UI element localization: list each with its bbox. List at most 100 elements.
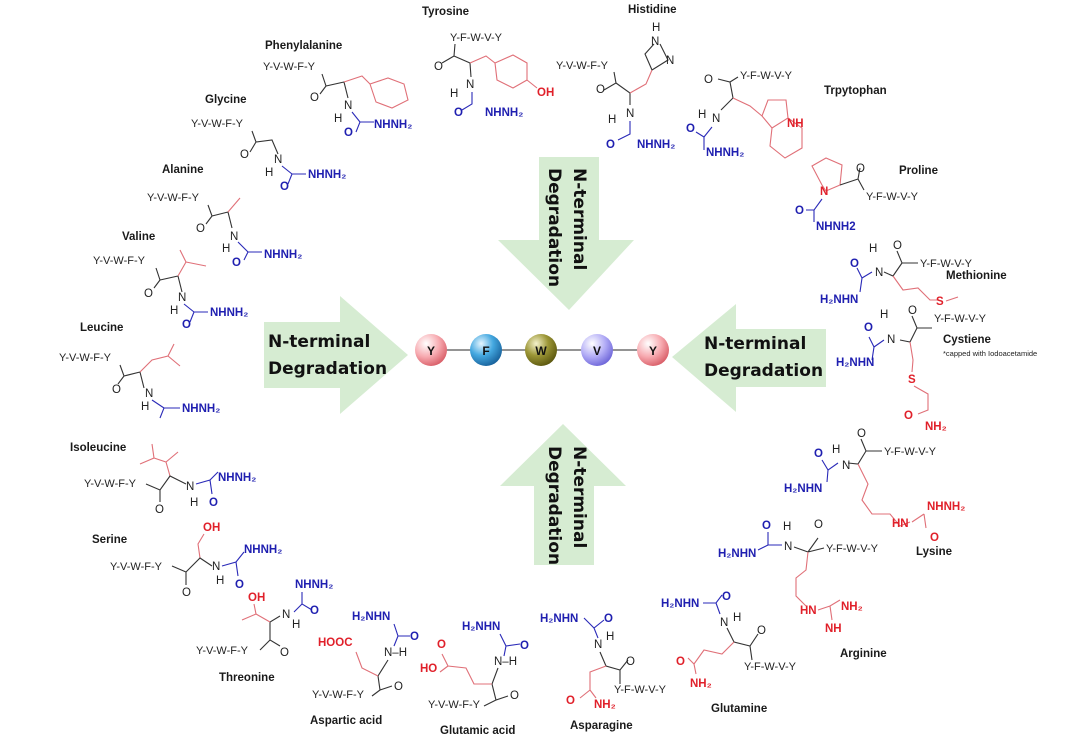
- atom-o-reagent: O: [606, 139, 615, 151]
- aa-name-glutamic-acid: Glutamic acid: [440, 725, 515, 737]
- atom-o-reagent: O: [310, 605, 319, 617]
- side-chain-bonds: [139, 343, 181, 373]
- center-peptide: Y F W V Y: [415, 334, 669, 366]
- backbone-bonds: [603, 71, 631, 105]
- reagent-bonds: [221, 551, 245, 577]
- atom-o: O: [437, 639, 446, 651]
- atom-ho: HO: [420, 663, 437, 675]
- residue-bead-circle: [581, 334, 613, 366]
- atom-n: N: [212, 561, 220, 573]
- reagent-bonds: [757, 532, 782, 551]
- residue-bead-circle: [637, 334, 669, 366]
- side-chain-bonds: [795, 551, 809, 607]
- aa-name-asparagine: Asparagine: [570, 720, 633, 732]
- atom-o-reagent: O: [280, 181, 289, 193]
- structure-glutamine: Glutamine H₂NHN O H N O Y-F-W-V-Y O NH₂: [661, 591, 797, 715]
- atom-n: N: [178, 292, 186, 304]
- atom-n: N: [344, 100, 352, 112]
- atom-o: O: [144, 288, 153, 300]
- reagent-bonds: [293, 592, 313, 613]
- hydrazide-label: H₂NHN: [352, 611, 390, 623]
- atom-nh2: NH₂: [690, 678, 712, 690]
- atom-o-reagent: O: [209, 497, 218, 509]
- backbone-bonds: [171, 557, 213, 585]
- residue-letter: Y: [649, 344, 657, 358]
- aa-name-threonine: Threonine: [219, 672, 275, 684]
- structure-isoleucine: Isoleucine Y-V-W-F-Y O N H NHNH₂ O: [70, 442, 256, 516]
- atom-h: H: [652, 22, 660, 34]
- atom-o: O: [893, 240, 902, 252]
- peptide-label: Y-V-W-F-Y: [110, 561, 163, 573]
- atom-o: O: [857, 428, 866, 440]
- guanidine-bonds: [817, 599, 841, 621]
- backbone-bonds: [599, 651, 629, 684]
- atom-h: H: [292, 619, 300, 631]
- atom-o-reagent: O: [604, 613, 613, 625]
- structure-valine: Valine Y-V-W-F-Y O N H NHNH₂ O: [93, 231, 248, 331]
- reagent-bonds: [393, 623, 410, 647]
- atom-o-reagent: O: [235, 579, 244, 591]
- peptide-label: Y-V-W-F-Y: [93, 255, 146, 267]
- atom-o: O: [596, 84, 605, 96]
- backbone-bonds: [839, 167, 865, 191]
- side-chain-bonds: [139, 443, 179, 477]
- structure-cysteine: Cystiene *capped with Iodoacetamide O Y-…: [836, 305, 1037, 433]
- atom-o-reagent: O: [232, 257, 241, 269]
- residue-letter: W: [535, 344, 547, 358]
- residue-bead: F: [470, 334, 502, 366]
- arrow-right-line2: Degradation: [704, 361, 823, 381]
- atom-s: S: [936, 296, 944, 308]
- atom-nh: NH: [825, 623, 842, 635]
- atom-o: O: [676, 656, 685, 668]
- peptide-label: Y-F-W-V-Y: [450, 32, 503, 44]
- side-chain-bonds: [439, 653, 492, 685]
- side-chain-bonds: [241, 603, 271, 623]
- atom-o: O: [434, 61, 443, 73]
- atom-n: N: [842, 460, 850, 472]
- atom-o-reagent: O: [686, 123, 695, 135]
- side-chain-bonds: [892, 275, 939, 301]
- methyl-bond: [945, 296, 959, 302]
- hydrazide-label: NHNH₂: [244, 544, 282, 556]
- backbone-bonds: [319, 73, 349, 99]
- aa-name-serine: Serine: [92, 534, 127, 546]
- cysteine-note: *capped with Iodoacetamide: [943, 349, 1037, 358]
- hydrazide-label: NHNH₂: [706, 147, 744, 159]
- atom-o: O: [182, 587, 191, 599]
- aa-name-methionine: Methionine: [946, 270, 1007, 282]
- hydrazide-label: H₂NHN: [462, 621, 500, 633]
- atom-nh2: NH₂: [925, 421, 947, 433]
- atom-n: N: [145, 388, 153, 400]
- hydrazide-label: NHNH₂: [485, 107, 523, 119]
- peptide-label: Y-F-W-V-Y: [866, 191, 919, 203]
- atom-h: H: [698, 109, 706, 121]
- atom-h: H: [190, 497, 198, 509]
- atom-o: O: [566, 695, 575, 707]
- atom-oh: OH: [203, 522, 220, 534]
- atom-o-reagent: O: [722, 591, 731, 603]
- pyrrolidine-ring: [811, 157, 843, 192]
- structure-threonine: Threonine NHNH₂ O N H O Y-V-W-F-Y OH: [196, 579, 333, 684]
- aa-name-valine: Valine: [122, 231, 155, 243]
- reagent-bonds: [868, 336, 885, 361]
- hydrazide-label: H₂NHN: [718, 548, 756, 560]
- residue-letter: V: [593, 344, 601, 358]
- atom-n-h: N–H: [494, 656, 517, 668]
- atom-nh2: NH₂: [841, 601, 863, 613]
- atom-n: N: [282, 609, 290, 621]
- reagent-bonds: [351, 111, 374, 133]
- atom-h: H: [222, 243, 230, 255]
- aa-name-isoleucine: Isoleucine: [70, 442, 126, 454]
- backbone-bonds: [153, 267, 183, 293]
- reagent-bonds: [856, 267, 873, 293]
- hydrazide-label: NHNH₂: [374, 119, 412, 131]
- arrow-bottom-shape: [500, 424, 626, 565]
- residue-bead: W: [525, 334, 557, 366]
- atom-o: O: [704, 74, 713, 86]
- side-chain-bonds: [909, 341, 914, 373]
- arrow-top-line2: Degradation: [544, 168, 564, 287]
- structure-alanine: Alanine Y-V-W-F-Y O N H NHNH₂ O: [147, 164, 302, 269]
- side-chain-bonds: [355, 651, 379, 677]
- residue-bead: Y: [637, 334, 669, 366]
- reagent-bonds: [499, 633, 521, 657]
